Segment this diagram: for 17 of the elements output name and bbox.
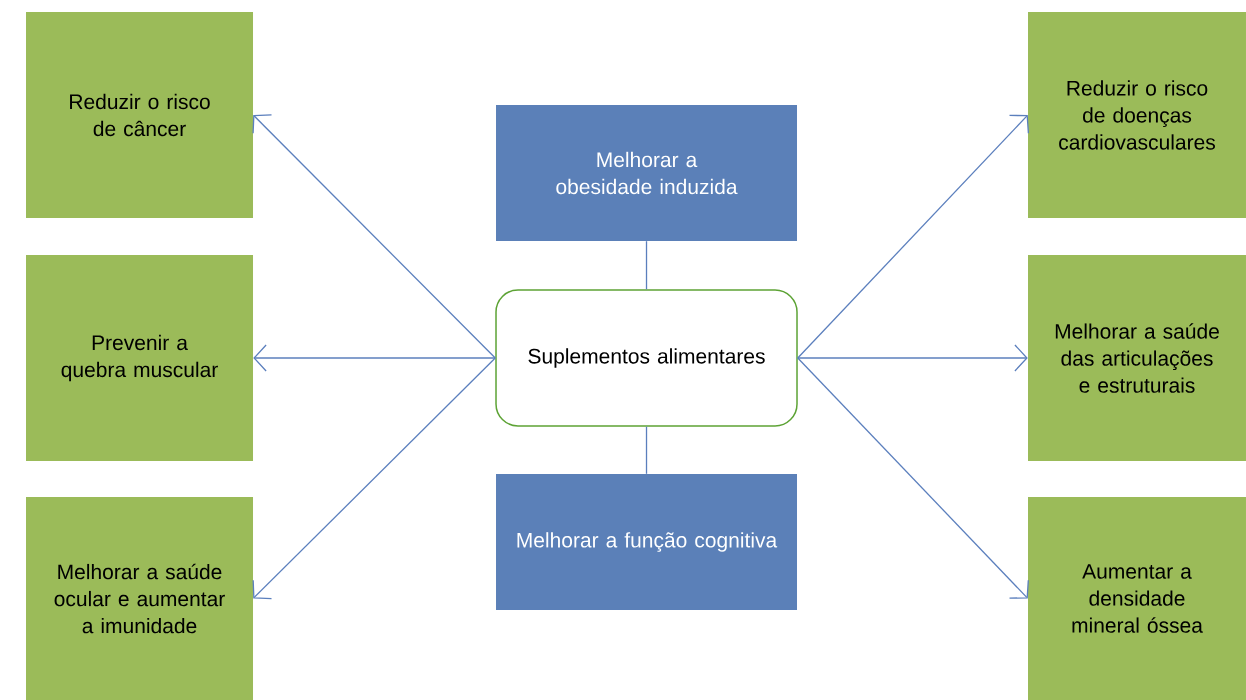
outcome-box: Melhorar a função cognitiva	[496, 474, 797, 610]
arrow	[253, 344, 496, 372]
benefit-box: Prevenir a quebra muscular	[26, 255, 253, 461]
arrow	[797, 357, 1029, 599]
arrow	[797, 114, 1030, 359]
arrow	[797, 344, 1028, 372]
arrow	[252, 114, 496, 359]
benefit-box: Aumentar a densidade mineral óssea	[1028, 497, 1246, 700]
connector-line	[645, 240, 648, 290]
arrow	[252, 357, 496, 600]
benefit-box: Reduzir o risco de doenças cardiovasculares	[1028, 12, 1246, 218]
benefit-box: Reduzir o risco de câncer	[26, 12, 253, 218]
outcome-box: Melhorar a obesidade induzida	[496, 105, 797, 241]
benefit-box: Melhorar a saúde das articulações e estruturais	[1028, 255, 1246, 461]
benefit-box: Melhorar a saúde ocular e aumentar a imunidade	[26, 497, 253, 700]
topic-box: Suplementos alimentares	[495, 289, 798, 427]
connector-line	[645, 426, 648, 475]
